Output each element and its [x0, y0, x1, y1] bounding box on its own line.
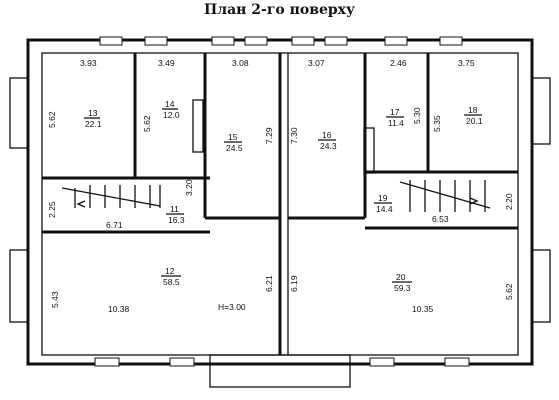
svg-text:14: 14: [165, 99, 175, 109]
svg-text:18: 18: [468, 105, 478, 115]
dim-3-93: 3.93: [80, 58, 97, 68]
dim-10-35: 10.35: [412, 304, 434, 314]
closet-16: [363, 127, 375, 174]
windows-top: [99, 36, 463, 46]
svg-text:11.4: 11.4: [388, 118, 404, 128]
room-18: 18 20.1: [464, 105, 483, 126]
room-15: 15 24.5: [224, 132, 243, 153]
left-bay-top: [9, 77, 29, 149]
dim-3-49: 3.49: [158, 58, 175, 68]
windows-bottom: [94, 357, 470, 367]
svg-text:59.3: 59.3: [394, 283, 411, 293]
dim-5-35: 5.35: [432, 115, 442, 132]
entrance-projection: [209, 354, 351, 388]
svg-text:12: 12: [165, 266, 175, 276]
svg-text:24.5: 24.5: [226, 143, 243, 153]
svg-text:17: 17: [390, 107, 400, 117]
dim-5-62-14: 5.62: [142, 115, 152, 132]
dim-2-46: 2.46: [390, 58, 407, 68]
dim-6-19: 6.19: [289, 275, 299, 292]
svg-text:16.3: 16.3: [168, 215, 185, 225]
dim-5-62-right: 5.62: [504, 283, 514, 300]
svg-text:16: 16: [322, 130, 332, 140]
height-note: H=3.00: [218, 302, 246, 312]
dim-7-29: 7.29: [264, 127, 274, 144]
svg-text:13: 13: [88, 108, 98, 118]
svg-text:12.0: 12.0: [163, 110, 180, 120]
svg-text:11: 11: [170, 204, 179, 214]
dim-5-43: 5.43: [50, 291, 60, 308]
dim-5-62-left: 5.62: [47, 111, 57, 128]
dim-6-21: 6.21: [264, 275, 274, 292]
room-20: 20 59.3: [392, 272, 412, 293]
dim-3-75: 3.75: [458, 58, 475, 68]
room-11: 11 16.3: [166, 204, 185, 225]
page-title: План 2-го поверху: [204, 2, 355, 18]
staircase-left: [61, 185, 161, 208]
dim-2-25: 2.25: [47, 201, 57, 218]
outer-wall: [26, 38, 534, 366]
dim-6-71: 6.71: [106, 220, 123, 230]
svg-text:20: 20: [396, 272, 406, 282]
closet-15: [192, 99, 204, 153]
staircase-right: [399, 180, 491, 212]
room-13: 13 22.1: [84, 108, 102, 129]
right-bay-top: [531, 77, 551, 145]
svg-text:24.3: 24.3: [320, 141, 337, 151]
right-bay-bottom: [531, 249, 551, 323]
svg-text:19: 19: [378, 193, 388, 203]
svg-text:14.4: 14.4: [376, 204, 393, 214]
room-16: 16 24.3: [318, 130, 337, 151]
dim-7-30: 7.30: [289, 127, 299, 144]
left-bay-bottom: [9, 249, 29, 323]
dim-3-07: 3.07: [308, 58, 325, 68]
room-12: 12 58.5: [161, 266, 181, 287]
dim-2-20: 2.20: [504, 193, 514, 210]
dim-3-20: 3.20: [184, 179, 194, 196]
svg-text:20.1: 20.1: [466, 116, 483, 126]
dim-6-53: 6.53: [432, 214, 449, 224]
svg-text:15: 15: [228, 132, 238, 142]
dim-5-30: 5.30: [412, 107, 422, 124]
svg-text:58.5: 58.5: [163, 277, 180, 287]
svg-text:22.1: 22.1: [85, 119, 102, 129]
room-14: 14 12.0: [162, 99, 180, 120]
dim-3-08: 3.08: [232, 58, 249, 68]
room-17: 17 11.4: [386, 107, 404, 128]
dim-10-38: 10.38: [108, 304, 130, 314]
room-19: 19 14.4: [374, 193, 393, 214]
